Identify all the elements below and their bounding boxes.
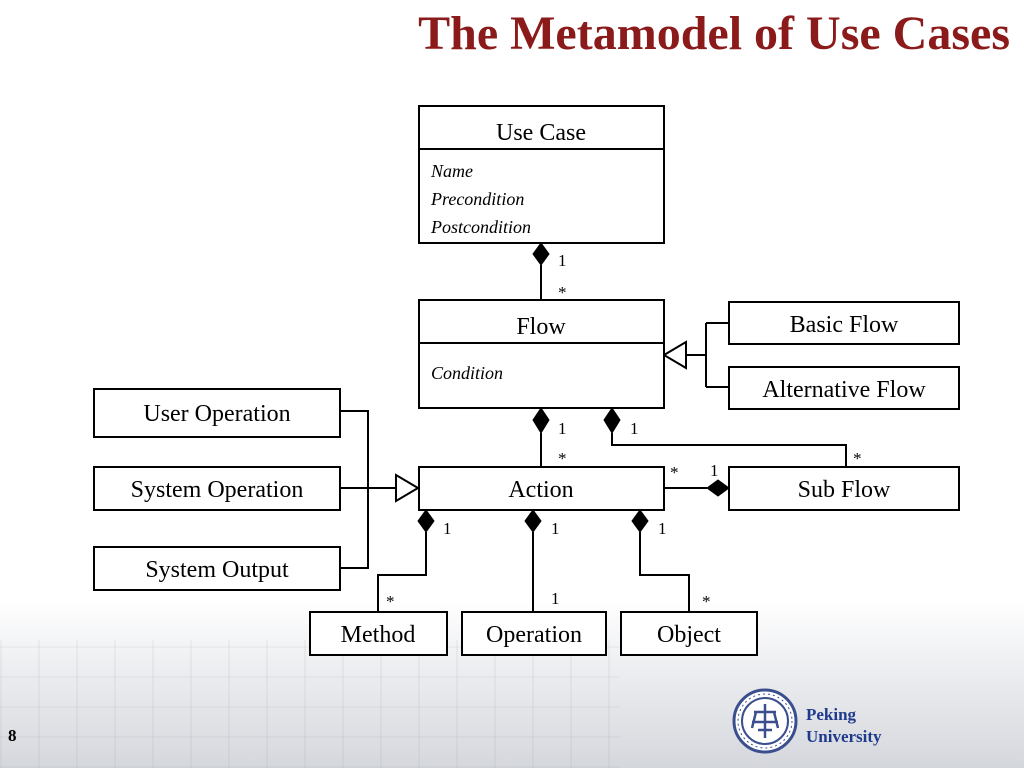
basic-flow-label: Basic Flow bbox=[790, 312, 899, 338]
university-name-line2: University bbox=[806, 727, 882, 746]
object-label: Object bbox=[657, 622, 721, 648]
university-name: Peking University bbox=[806, 704, 882, 748]
class-flow bbox=[418, 299, 665, 409]
class-operation bbox=[461, 611, 607, 656]
generalization-triangle-action bbox=[395, 473, 420, 503]
university-name-line1: Peking bbox=[806, 705, 857, 724]
use-case-attr-postcondition: Postcondition bbox=[430, 217, 531, 237]
connector-action-object bbox=[639, 532, 690, 612]
class-alternative-flow bbox=[728, 366, 960, 410]
composition-diamond-subflow bbox=[706, 479, 730, 497]
connector-action-method bbox=[377, 532, 427, 612]
class-object bbox=[620, 611, 758, 656]
composition-diamond-usecase bbox=[532, 242, 550, 266]
mult-action-method-part: * bbox=[386, 592, 395, 611]
composition-diamond-flow-action bbox=[532, 407, 550, 434]
class-sub-flow bbox=[728, 466, 960, 511]
composition-diamond-action-operation bbox=[524, 509, 542, 533]
mult-flow-action-part: * bbox=[558, 449, 567, 468]
class-action bbox=[418, 466, 665, 511]
mult-flow-action-whole: 1 bbox=[558, 419, 567, 438]
connector-flow-subflow bbox=[611, 433, 847, 467]
slide-title: The Metamodel of Use Cases bbox=[418, 7, 1010, 60]
generalization-triangle-flow bbox=[662, 340, 687, 370]
mult-action-operation-part: 1 bbox=[551, 589, 560, 608]
system-operation-label: System Operation bbox=[131, 477, 304, 503]
mult-flow-subflow-part: * bbox=[853, 449, 862, 468]
alternative-flow-label: Alternative Flow bbox=[762, 377, 926, 403]
connector-generalization-operations bbox=[340, 410, 396, 569]
page-number: 8 bbox=[8, 726, 17, 745]
use-case-attr-name: Name bbox=[430, 161, 473, 181]
mult-subflow-action-whole: 1 bbox=[710, 461, 719, 480]
class-system-output bbox=[93, 546, 341, 591]
class-basic-flow bbox=[728, 301, 960, 345]
class-use-case bbox=[418, 105, 665, 244]
mult-flow-subflow-whole: 1 bbox=[630, 419, 639, 438]
university-seal-logo bbox=[732, 688, 798, 759]
action-label: Action bbox=[508, 477, 573, 503]
sub-flow-label: Sub Flow bbox=[798, 477, 891, 503]
composition-diamond-action-method bbox=[417, 509, 435, 533]
composition-diamond-action-object bbox=[631, 509, 649, 533]
mult-action-object-part: * bbox=[702, 592, 711, 611]
flow-attr-condition: Condition bbox=[431, 363, 503, 383]
mult-usecase-flow-part: * bbox=[558, 283, 567, 302]
class-user-operation bbox=[93, 388, 341, 438]
use-case-label: Use Case bbox=[496, 120, 586, 146]
mult-usecase-flow-whole: 1 bbox=[558, 251, 567, 270]
connector-generalization-flows bbox=[686, 322, 729, 388]
mult-action-operation-whole: 1 bbox=[551, 519, 560, 538]
composition-diamond-flow-subflow bbox=[603, 407, 621, 434]
class-method bbox=[309, 611, 448, 656]
use-case-attr-precondition: Precondition bbox=[430, 189, 524, 209]
mult-subflow-action-part: * bbox=[670, 463, 679, 482]
system-output-label: System Output bbox=[145, 557, 289, 583]
mult-action-object-whole: 1 bbox=[658, 519, 667, 538]
flow-label: Flow bbox=[516, 314, 566, 340]
background-keyboard-pattern bbox=[0, 640, 620, 768]
method-label: Method bbox=[341, 622, 416, 648]
operation-label: Operation bbox=[486, 622, 582, 648]
user-operation-label: User Operation bbox=[143, 401, 290, 427]
mult-action-method-whole: 1 bbox=[443, 519, 452, 538]
class-system-operation bbox=[93, 466, 341, 511]
